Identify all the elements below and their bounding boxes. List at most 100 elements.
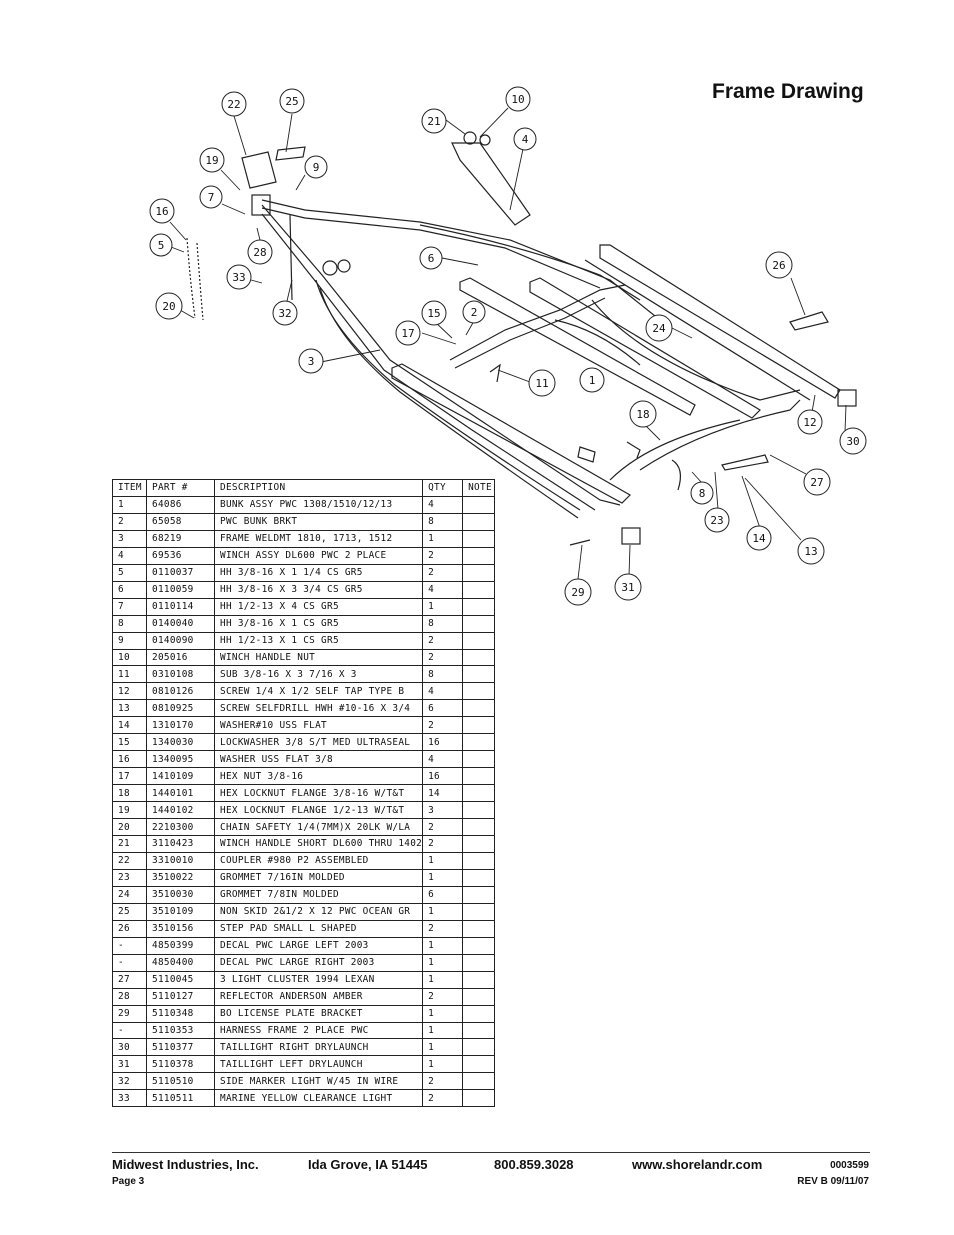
footer-phone: 800.859.3028 — [494, 1157, 574, 1172]
callout-label: 20 — [162, 300, 175, 313]
callout-14: 14 — [746, 525, 772, 551]
qty-cell: 2 — [422, 563, 464, 582]
part-number-cell: 1310170 — [146, 716, 215, 735]
callout-30: 30 — [839, 427, 867, 455]
item-cell: 13 — [112, 699, 147, 718]
note-cell — [462, 529, 496, 548]
description-cell: CHAIN SAFETY 1/4(7MM)X 20LK W/LA — [213, 818, 424, 837]
part-number-cell: 5110510 — [146, 1072, 215, 1091]
note-cell — [462, 546, 496, 565]
qty-cell: 1 — [422, 936, 464, 955]
item-cell: 26 — [112, 919, 147, 938]
part-number-cell: 2210300 — [146, 818, 215, 837]
callout-circle — [528, 369, 556, 397]
description-cell: LOCKWASHER 3/8 S/T MED ULTRASEAL — [213, 733, 424, 752]
callout-label: 26 — [772, 259, 785, 272]
description-cell: 3 LIGHT CLUSTER 1994 LEXAN — [213, 970, 424, 989]
item-cell: 22 — [112, 851, 147, 870]
qty-cell: 1 — [422, 1004, 464, 1023]
item-cell: 8 — [112, 614, 147, 633]
description-cell: FRAME WELDMT 1810, 1713, 1512 — [213, 529, 424, 548]
note-cell — [462, 699, 496, 718]
qty-cell: 2 — [422, 835, 464, 853]
part-number-cell: 68219 — [146, 529, 215, 548]
callout-label: 31 — [621, 581, 634, 594]
callout-label: 2 — [471, 306, 478, 319]
part-number-cell: 1440101 — [146, 784, 215, 803]
callout-label: 7 — [208, 191, 215, 204]
item-cell: 24 — [112, 885, 147, 904]
qty-cell: 6 — [422, 699, 464, 718]
item-cell: 29 — [112, 1004, 147, 1023]
item-cell: 1 — [112, 495, 147, 514]
description-cell: HARNESS FRAME 2 PLACE PWC — [213, 1021, 424, 1040]
part-number-cell: 1440102 — [146, 801, 215, 820]
callout-circle — [704, 507, 730, 533]
page-title: Frame Drawing — [712, 80, 864, 103]
callout-28: 28 — [247, 239, 273, 265]
callout-label: 22 — [227, 98, 240, 111]
description-cell: BUNK ASSY PWC 1308/1510/12/13 — [213, 495, 424, 514]
item-cell: 17 — [112, 767, 147, 786]
qty-cell: 2 — [422, 716, 464, 735]
callout-26: 26 — [765, 251, 793, 279]
qty-cell: 1 — [422, 970, 464, 989]
note-cell — [462, 716, 496, 735]
item-cell: 28 — [112, 987, 147, 1006]
callout-25: 25 — [279, 88, 305, 114]
item-cell: - — [112, 936, 147, 955]
part-number-cell: 0310108 — [146, 665, 215, 684]
description-cell: SIDE MARKER LIGHT W/45 IN WIRE — [213, 1072, 424, 1091]
item-cell: 2 — [112, 512, 147, 531]
description-cell: STEP PAD SMALL L SHAPED — [213, 919, 424, 938]
item-cell: - — [112, 953, 147, 972]
callout-label: 19 — [205, 154, 218, 167]
note-cell — [462, 767, 496, 786]
qty-cell: 2 — [422, 1072, 464, 1091]
callout-circle — [765, 251, 793, 279]
callout-13: 13 — [797, 537, 825, 565]
callout-18: 18 — [629, 400, 657, 428]
part-number-cell: 5110045 — [146, 970, 215, 989]
callout-label: 18 — [636, 408, 649, 421]
item-cell: 12 — [112, 682, 147, 701]
part-number-cell: 0140040 — [146, 614, 215, 633]
callout-27: 27 — [803, 468, 831, 496]
callout-label: 15 — [427, 307, 440, 320]
description-cell: GROMMET 7/8IN MOLDED — [213, 885, 424, 904]
part-number-cell: 1340030 — [146, 733, 215, 752]
description-cell: REFLECTOR ANDERSON AMBER — [213, 987, 424, 1006]
callout-circle — [579, 367, 605, 393]
item-cell: 15 — [112, 733, 147, 752]
qty-cell: 1 — [422, 597, 464, 616]
part-number-cell: 5110378 — [146, 1055, 215, 1074]
callout-33: 33 — [226, 264, 252, 290]
part-number-cell: 5110353 — [146, 1021, 215, 1040]
callout-circle — [395, 320, 421, 346]
footer-doc-number: 0003599 — [830, 1160, 869, 1171]
callout-circle — [690, 481, 714, 505]
callout-label: 12 — [803, 416, 816, 429]
callout-circle — [629, 400, 657, 428]
callout-23: 23 — [704, 507, 730, 533]
note-cell — [462, 1089, 496, 1108]
description-cell: GROMMET 7/16IN MOLDED — [213, 868, 424, 887]
note-cell — [462, 1021, 496, 1040]
qty-cell: 1 — [422, 529, 464, 548]
description-cell: SCREW SELFDRILL HWH #10-16 X 3/4 — [213, 699, 424, 718]
callout-21: 21 — [421, 108, 447, 134]
description-cell: BO LICENSE PLATE BRACKET — [213, 1004, 424, 1023]
part-number-cell: 3510022 — [146, 868, 215, 887]
callout-label: 5 — [158, 239, 165, 252]
qty-cell: 4 — [422, 580, 464, 599]
